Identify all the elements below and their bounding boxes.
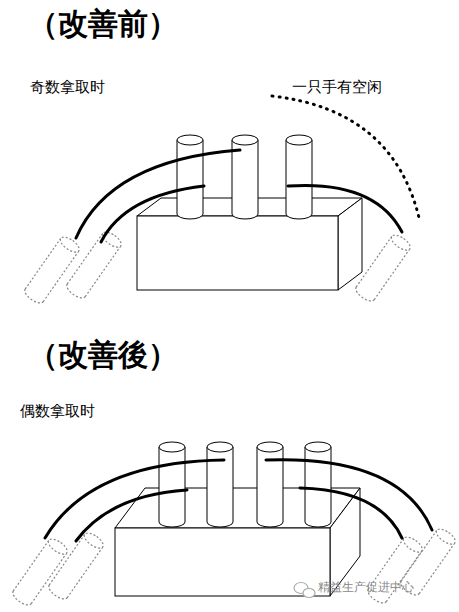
watermark: 精益生产促进中心 xyxy=(318,580,414,594)
block-side xyxy=(338,198,362,290)
caption-note: 偶数拿取时 xyxy=(20,402,95,420)
watermark-icon xyxy=(294,583,315,598)
caption-note: 奇数拿取时 xyxy=(30,78,105,96)
standing-cylinder xyxy=(159,447,185,527)
block-front xyxy=(137,216,338,290)
block-side xyxy=(330,488,360,596)
cylinder-top xyxy=(286,135,312,145)
standing-cylinder xyxy=(177,140,203,219)
hand-path xyxy=(76,150,240,238)
lying-cylinder xyxy=(353,232,412,304)
lying-cylinder xyxy=(10,536,69,608)
cylinder-top xyxy=(232,135,258,145)
hand-path xyxy=(300,488,402,538)
cylinder-top xyxy=(207,442,233,452)
cylinder-top xyxy=(177,135,203,145)
hand-path xyxy=(101,186,204,242)
section-heading: （改善後） xyxy=(28,337,178,373)
block-front xyxy=(115,528,330,596)
hand-path xyxy=(288,185,402,232)
cylinder-top xyxy=(159,442,185,452)
standing-cylinder xyxy=(232,140,258,219)
cylinder-top xyxy=(305,442,331,452)
cylinder-top xyxy=(257,442,283,452)
lying-cylinder xyxy=(64,229,123,301)
before-figure xyxy=(22,96,420,306)
standing-cylinder xyxy=(286,140,312,219)
hand-path xyxy=(76,490,187,541)
idle-hand-path xyxy=(272,96,420,222)
after-figure xyxy=(10,442,457,608)
lying-cylinder xyxy=(22,234,81,306)
callout-note: 一只手有空闲 xyxy=(292,78,382,96)
section-heading: （改善前） xyxy=(28,6,178,42)
